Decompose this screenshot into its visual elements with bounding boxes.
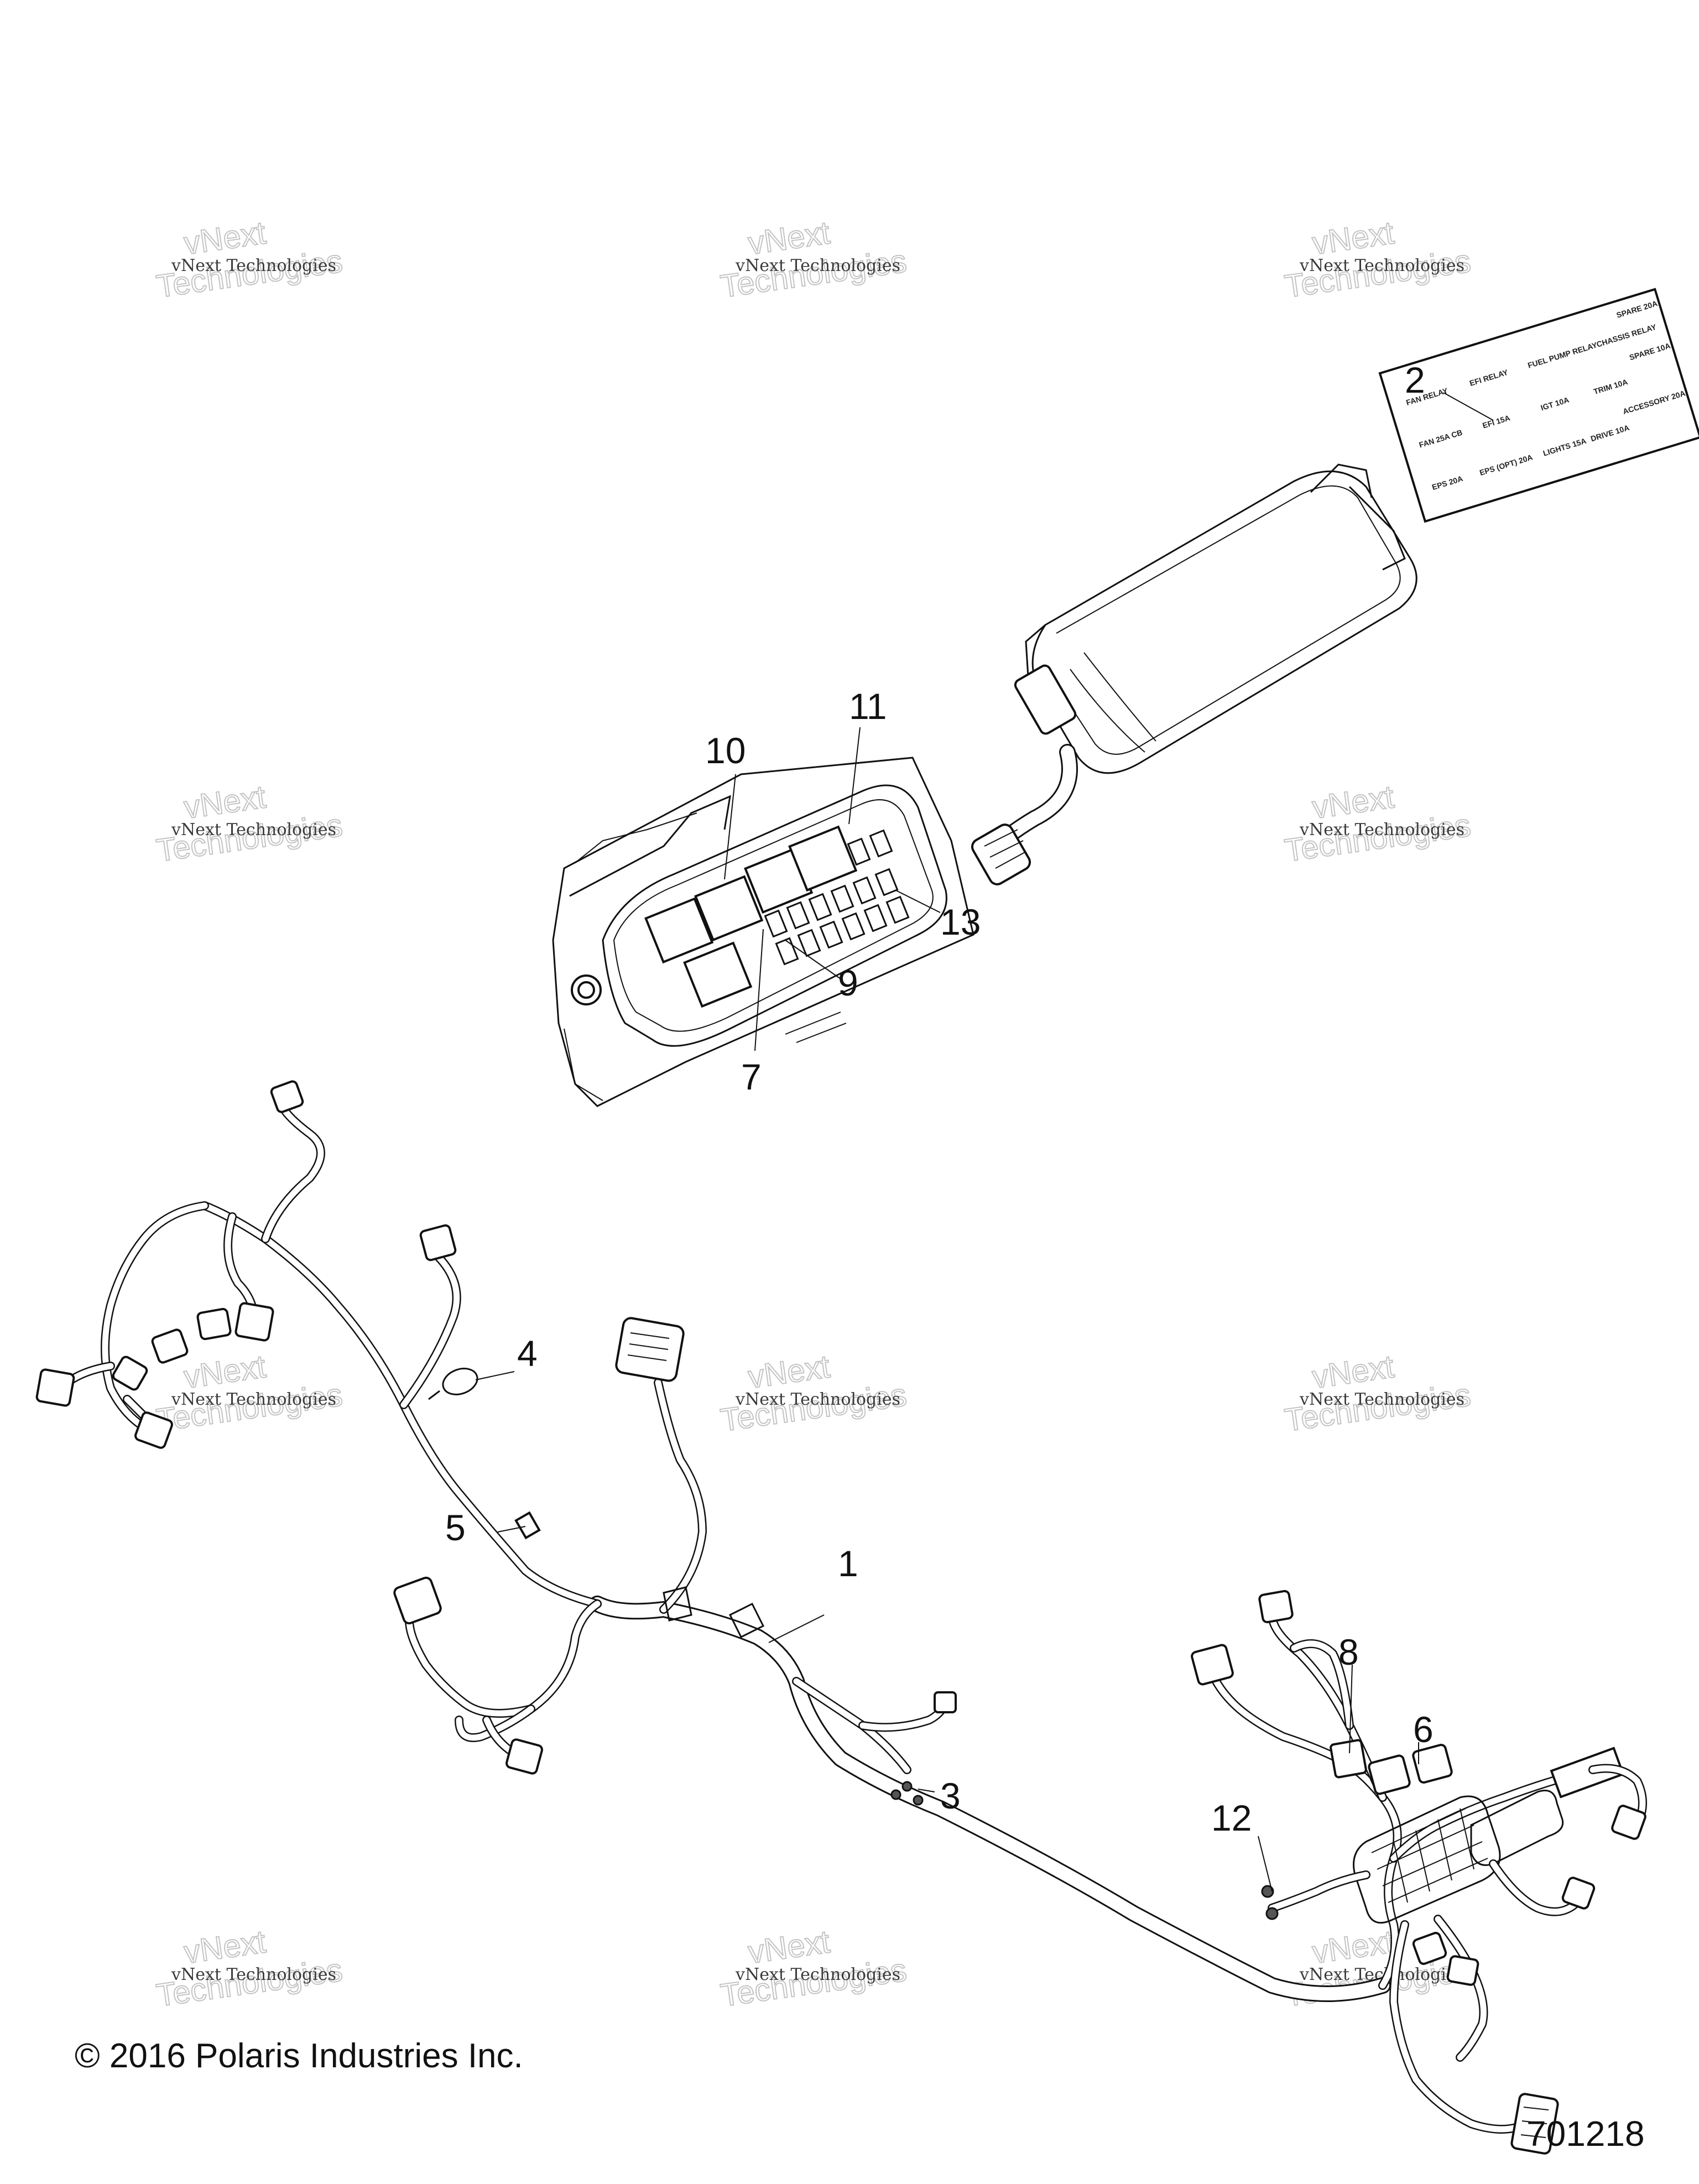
harness-clamp [428, 1368, 478, 1400]
watermark-line: vNext Technologies [171, 1965, 336, 1984]
callout-10: 10 [705, 730, 746, 771]
callout-2: 2 [1405, 359, 1425, 400]
callout-12: 12 [1211, 1797, 1252, 1838]
copyright-notice: © 2016 Polaris Industries Inc. [75, 2037, 523, 2075]
callout-3: 3 [940, 1775, 961, 1816]
relay-group [644, 825, 858, 1008]
callout-9: 9 [838, 962, 858, 1003]
watermark: vNext Technologies vNext Technologies [718, 214, 909, 305]
fuse-box-label: FAN RELAY EFI RELAY FUEL PUMP RELAY CHAS… [1378, 288, 1699, 523]
callout-1: 1 [838, 1543, 858, 1584]
watermark: vNext Technologies vNext Technologies [154, 214, 345, 305]
fuse-grid [764, 829, 910, 966]
watermark-line: vNext Technologies [171, 256, 336, 275]
watermark-line: vNext Technologies [1299, 1390, 1465, 1409]
callout-11: 11 [849, 686, 887, 727]
main-harness [35, 1080, 1391, 2002]
callout-13: 13 [940, 901, 981, 942]
watermark-line: vNext Technologies [171, 820, 336, 840]
watermark: vNext Technologies vNext Technologies [718, 1348, 909, 1439]
callout-6: 6 [1413, 1709, 1434, 1750]
watermark-line: vNext Technologies [1299, 820, 1465, 840]
callout-5: 5 [445, 1507, 466, 1548]
watermark: vNext Technologies vNext Technologies [1282, 778, 1473, 869]
fuse-block [552, 757, 974, 1107]
leader-lines [475, 392, 1494, 1892]
watermark-line: vNext Technologies [735, 1965, 900, 1984]
watermark: vNext Technologies vNext Technologies [718, 1923, 909, 2014]
callout-4: 4 [517, 1333, 538, 1374]
cable-tie [514, 1511, 541, 1540]
watermark: vNext Technologies vNext Technologies [154, 1923, 345, 2014]
watermark-line: vNext Technologies [171, 1390, 336, 1409]
watermark: vNext Technologies vNext Technologies [154, 778, 345, 869]
fuse-box-cable [971, 744, 1078, 885]
watermark-line: vNext Technologies [735, 256, 900, 275]
watermark-line: vNext Technologies [1299, 256, 1465, 275]
callout-7: 7 [741, 1056, 762, 1097]
callouts: 1 2 3 4 5 6 7 8 9 10 11 12 13 [445, 359, 1434, 1838]
callout-8: 8 [1338, 1632, 1359, 1672]
watermark-group: vNext Technologies vNext Technologies vN… [154, 214, 1473, 2014]
watermark: vNext Technologies vNext Technologies [1282, 1348, 1473, 1439]
watermark-line: vNext Technologies [735, 1390, 900, 1409]
fuse-box-cover [1014, 463, 1417, 774]
watermark: vNext Technologies vNext Technologies [1282, 214, 1473, 305]
right-harness-assembly [1191, 1589, 1647, 2155]
part-number: 701218 [1526, 2114, 1645, 2154]
